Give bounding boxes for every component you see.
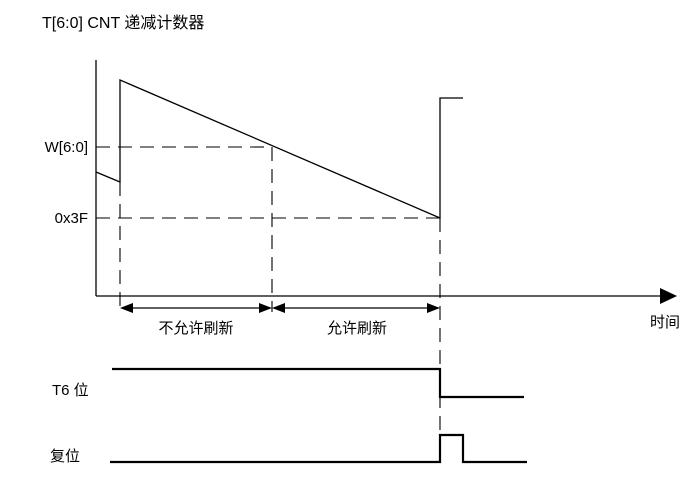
t6-signal-waveform bbox=[112, 367, 524, 399]
refresh-not-allowed-arrow-left-head bbox=[120, 303, 133, 313]
refresh-not-allowed-label: 不允许刷新 bbox=[158, 320, 233, 337]
refresh-allowed-arrow-left-head bbox=[272, 303, 285, 313]
x-axis-arrowhead bbox=[660, 288, 677, 304]
counter-waveform bbox=[95, 79, 463, 219]
x-axis-label: 时间 bbox=[650, 314, 680, 331]
reset-signal-label: 复位 bbox=[50, 447, 80, 465]
diagram-title: T[6:0] CNT 递减计数器 bbox=[42, 14, 204, 32]
t6-signal-label: T6 位 bbox=[52, 382, 89, 399]
refresh-allowed-label: 允许刷新 bbox=[327, 320, 387, 337]
window-level-label: W[6:0] bbox=[45, 139, 88, 156]
refresh-allowed-arrow-right-head bbox=[427, 303, 440, 313]
lower-level-label: 0x3F bbox=[55, 210, 88, 227]
refresh-not-allowed-arrow-right-head bbox=[259, 303, 272, 313]
reset-signal-waveform bbox=[110, 433, 527, 464]
